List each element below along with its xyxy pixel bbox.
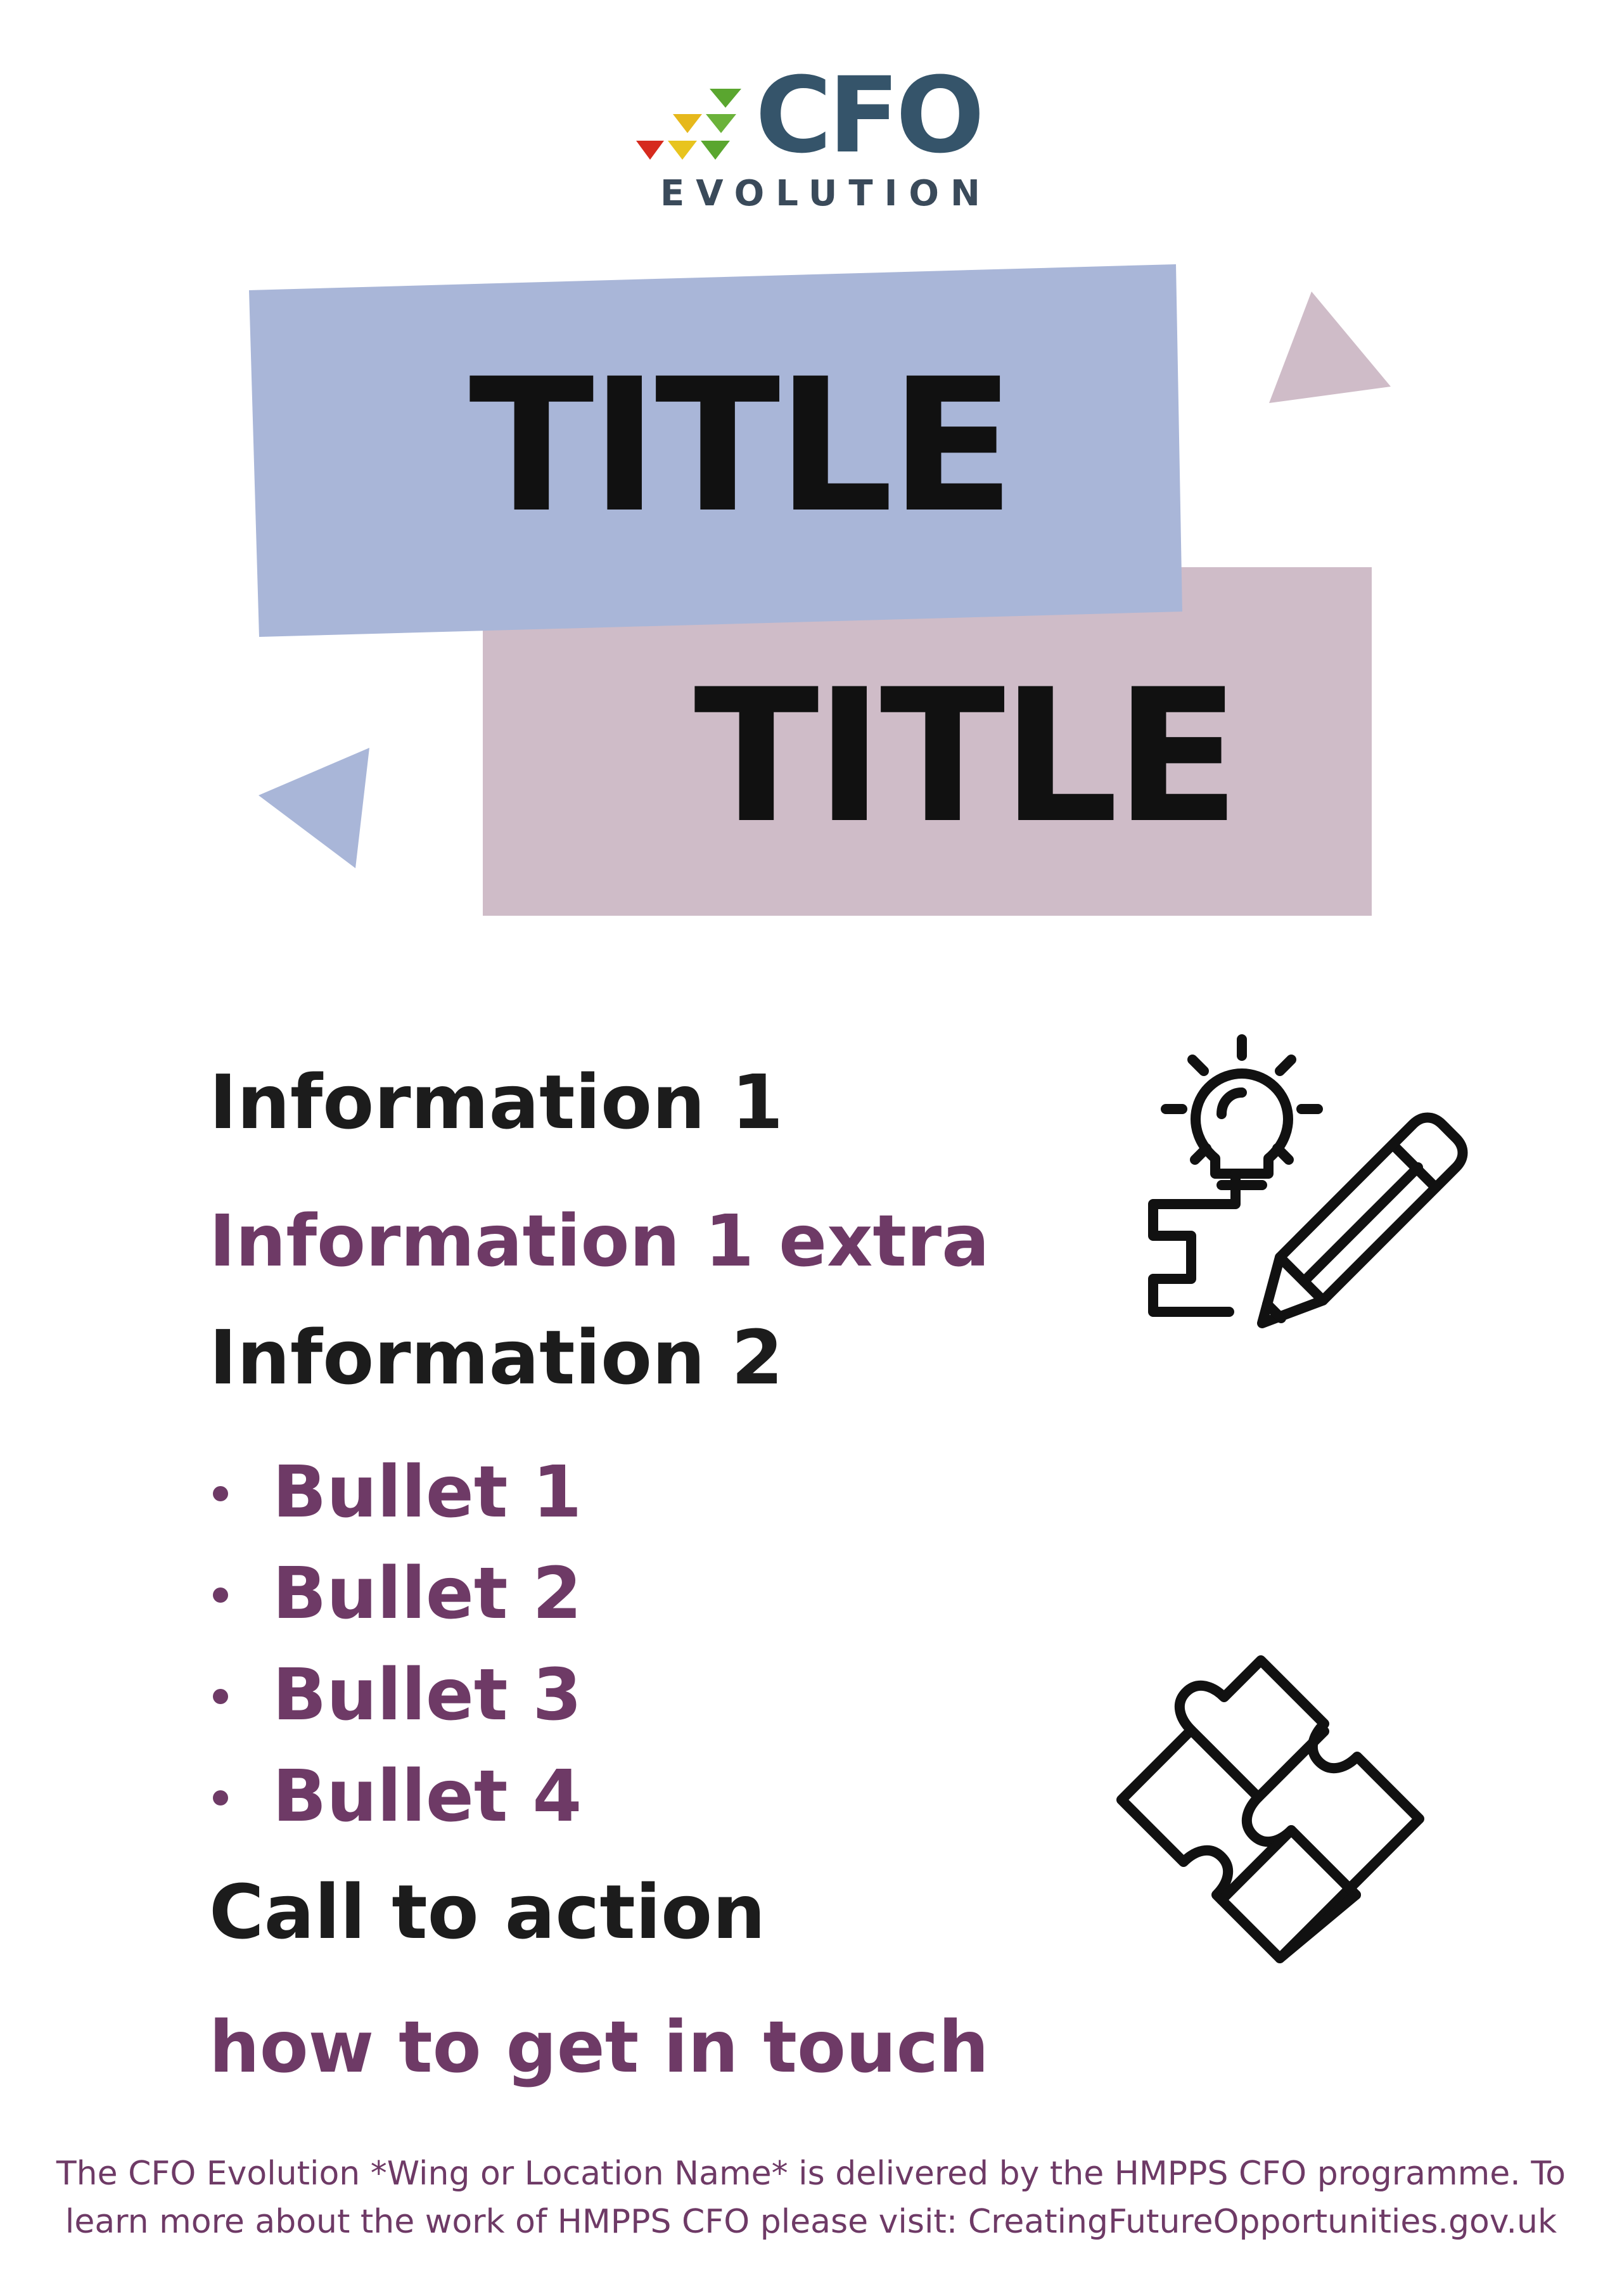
- footer-line-1: The CFO Evolution *Wing or Location Name…: [56, 2155, 1566, 2193]
- call-to-action-heading: Call to action: [209, 1868, 766, 1956]
- pink-title-block: [483, 567, 1372, 916]
- pencil-icon: [1257, 1112, 1468, 1328]
- blue-title-block: [249, 264, 1182, 637]
- information-1-heading: Information 1: [209, 1058, 784, 1146]
- logo-evolution-text: EVOLUTION: [660, 173, 992, 214]
- bullet-item: Bullet 1: [209, 1442, 582, 1543]
- footer: The CFO Evolution *Wing or Location Name…: [51, 2150, 1571, 2246]
- title-line-2: TITLE: [694, 650, 1240, 864]
- lightbulb-icon: [1148, 1034, 1468, 1328]
- bullet-item: Bullet 2: [209, 1543, 582, 1645]
- bullet-item: Bullet 3: [209, 1645, 582, 1746]
- information-1-extra: Information 1 extra: [209, 1200, 990, 1283]
- pink-triangle: [1269, 292, 1391, 403]
- bullet-list: Bullet 1 Bullet 2 Bullet 3 Bullet 4: [209, 1442, 582, 1847]
- logo-cfo-text: CFO: [755, 55, 985, 176]
- information-2-heading: Information 2: [209, 1314, 784, 1401]
- logo-mark-icon: [636, 89, 741, 160]
- contact-text: how to get in touch: [209, 2006, 989, 2089]
- bullet-item: Bullet 4: [209, 1746, 582, 1847]
- puzzle-icon: [1116, 1655, 1424, 1963]
- title-line-1: TITLE: [469, 340, 1015, 553]
- cfo-evolution-logo: CFO EVOLUTION: [634, 63, 988, 222]
- footer-line-2: learn more about the work of HMPPS CFO p…: [65, 2203, 1557, 2241]
- blue-triangle: [259, 748, 369, 868]
